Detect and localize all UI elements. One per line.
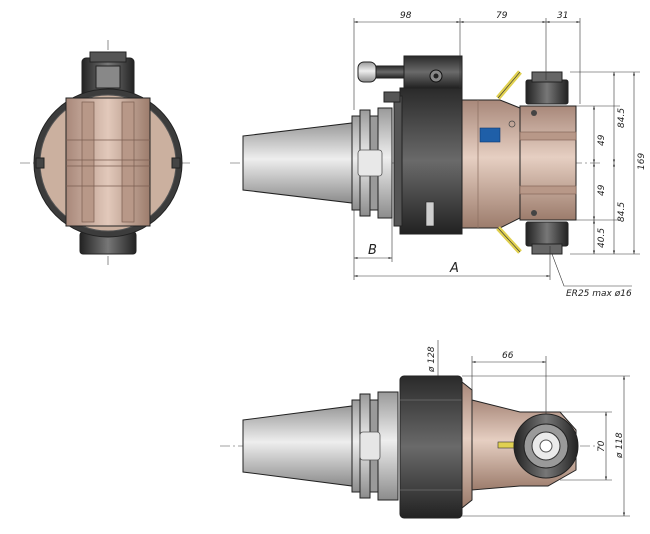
- taper-shank: [242, 122, 353, 204]
- dim-118: ø 118: [615, 432, 625, 459]
- dim-66: 66: [502, 351, 514, 361]
- logo-badge: [479, 127, 501, 143]
- dim-169: 169: [637, 153, 647, 170]
- bottom-collet: [525, 221, 569, 255]
- top-view: 66 ø 128 70 ø 118: [220, 340, 630, 519]
- top-collet: [525, 71, 569, 105]
- label-b: B: [368, 243, 377, 258]
- clamp-ring-top: [399, 375, 463, 519]
- dim-128: ø 128: [427, 346, 437, 373]
- stop-pin: [357, 61, 405, 83]
- dim-84-5-top: 84.5: [617, 108, 627, 128]
- dim-49-bottom: 49: [597, 184, 607, 196]
- side-view: 98 79 31 84.5 49 169 49 84.5 40.5 B A ER…: [230, 11, 647, 299]
- dim-79: 79: [496, 11, 508, 21]
- clamp-ring: [383, 55, 463, 235]
- angle-head-housing-end: [65, 97, 151, 227]
- dim-98: 98: [400, 11, 412, 21]
- dim-31: 31: [557, 11, 568, 21]
- collet-note: ER25 max ø16: [566, 289, 632, 299]
- top-collet-nut: [81, 51, 135, 99]
- dim-49-top: 49: [597, 134, 607, 146]
- end-view: [20, 40, 190, 265]
- dim-84-5-bottom: 84.5: [617, 202, 627, 222]
- label-a: A: [449, 261, 459, 276]
- dim-40-5: 40.5: [597, 228, 607, 248]
- dim-70: 70: [597, 440, 607, 452]
- angle-head-housing: [461, 99, 577, 229]
